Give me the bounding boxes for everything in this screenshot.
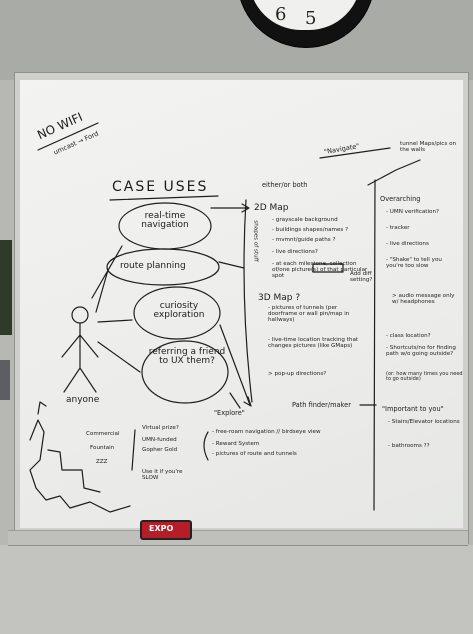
- whiteboard-surface: [20, 80, 463, 528]
- prize-note: UMN-funded: [142, 437, 177, 443]
- clock-number: 6: [275, 4, 287, 25]
- overarching-item: - UMN verification?: [386, 209, 439, 215]
- important-title: "Important to you": [382, 405, 444, 413]
- map3d-title: 3D Map ?: [258, 293, 301, 303]
- note-underline: [37, 122, 99, 151]
- map2d-item: - at each milestone, collection of/one p…: [272, 261, 368, 279]
- sketch-map: [29, 419, 131, 513]
- overarching-item: - class location?: [386, 333, 431, 339]
- map3d-item: > pop-up directions?: [268, 371, 327, 377]
- use-case-label: real-time navigation: [141, 211, 189, 231]
- oval-route: [106, 248, 220, 286]
- commercial-note: Fountain: [90, 445, 115, 451]
- commercial-note: Commercial: [86, 431, 120, 437]
- important-item: - bathrooms ??: [388, 443, 430, 449]
- person-label: anyone: [66, 395, 100, 405]
- use-case-label: curiosity exploration: [153, 301, 205, 321]
- marker-tray: [8, 530, 468, 546]
- explore-label: "Explore": [214, 409, 245, 417]
- navigate-underline: [319, 147, 391, 159]
- left-brace: [243, 199, 253, 403]
- prize-note: Virtual prize?: [142, 425, 179, 431]
- wall-top: [0, 0, 473, 80]
- prize-note: Gopher Gold: [142, 447, 178, 453]
- explore-item: - free-roam navigation // birdseye view: [212, 429, 321, 435]
- figure-links: [91, 245, 141, 373]
- prize-brace: [131, 429, 136, 471]
- important-item: - Stairs/Elevator locations: [388, 419, 460, 425]
- explore-brace: [203, 431, 209, 461]
- milestone-box: [312, 263, 344, 273]
- heading-underline: [109, 195, 219, 201]
- explore-item: - pictures of route and tunnels: [212, 451, 297, 457]
- explore-item: - Reward System: [212, 441, 260, 447]
- arrow-tunnel: [367, 159, 421, 186]
- prize-note: Use it if you're SLOW: [142, 469, 183, 481]
- map2d-item: - mvmnt/guide paths ?: [272, 237, 336, 243]
- overarching-item: (or: how many times you need to go outsi…: [386, 371, 463, 383]
- wall-clock: 6 5: [237, 0, 375, 48]
- map2d-item: - live directions?: [272, 249, 318, 255]
- arrow-route: [218, 261, 245, 269]
- arrow-2dmap: [210, 203, 250, 213]
- pathfinder-label: Path finder/maker: [292, 401, 351, 409]
- wall-bottom: [0, 545, 473, 634]
- overarching-item: - tracker: [386, 225, 410, 231]
- map2d-title: 2D Map: [254, 203, 289, 213]
- center-title: either/or both: [262, 181, 308, 189]
- oval-referring: [141, 340, 229, 404]
- overarching-title: Overarching: [380, 195, 421, 203]
- heading: CASE USES: [112, 179, 209, 195]
- map3d-item: - pictures of tunnels (per doorframe or …: [268, 305, 350, 323]
- clock-number: 5: [305, 8, 317, 29]
- map2d-item: - buildings shapes/names ?: [272, 227, 349, 233]
- figure-body: [61, 322, 99, 393]
- overarching-item: - "Shake" to tell you you're too slow: [386, 257, 442, 269]
- arrow-explore: [229, 392, 241, 409]
- use-case-label: route planning: [120, 261, 186, 271]
- tunnel-note: tunnel Maps/pics on the walls: [400, 141, 457, 153]
- map3d-item: - live-time location tracking that chang…: [268, 337, 359, 349]
- overarching-item: - Shortcuts/no for finding path w/o goin…: [386, 345, 456, 357]
- figure-head: [71, 306, 89, 324]
- use-case-label: referring a friend to UX them?: [148, 347, 226, 367]
- overarching-item: - live directions: [386, 241, 429, 247]
- oval-curiosity: [133, 286, 221, 340]
- left-wall-object: [0, 240, 12, 335]
- overarching-item: > audio message only w/ headphones: [392, 293, 455, 305]
- left-wall-object-2: [0, 360, 10, 400]
- commercial-note: ZZZ: [96, 459, 108, 465]
- eraser[interactable]: EXPO: [140, 520, 192, 540]
- shapes-note: shapes of stuff: [252, 220, 259, 262]
- add-note: Add diff setting?: [350, 271, 373, 283]
- eraser-label: EXPO: [149, 524, 174, 533]
- right-divider: [373, 179, 376, 511]
- map2d-item: - grayscale background: [272, 217, 338, 223]
- arrow-pathfinder: [219, 324, 252, 407]
